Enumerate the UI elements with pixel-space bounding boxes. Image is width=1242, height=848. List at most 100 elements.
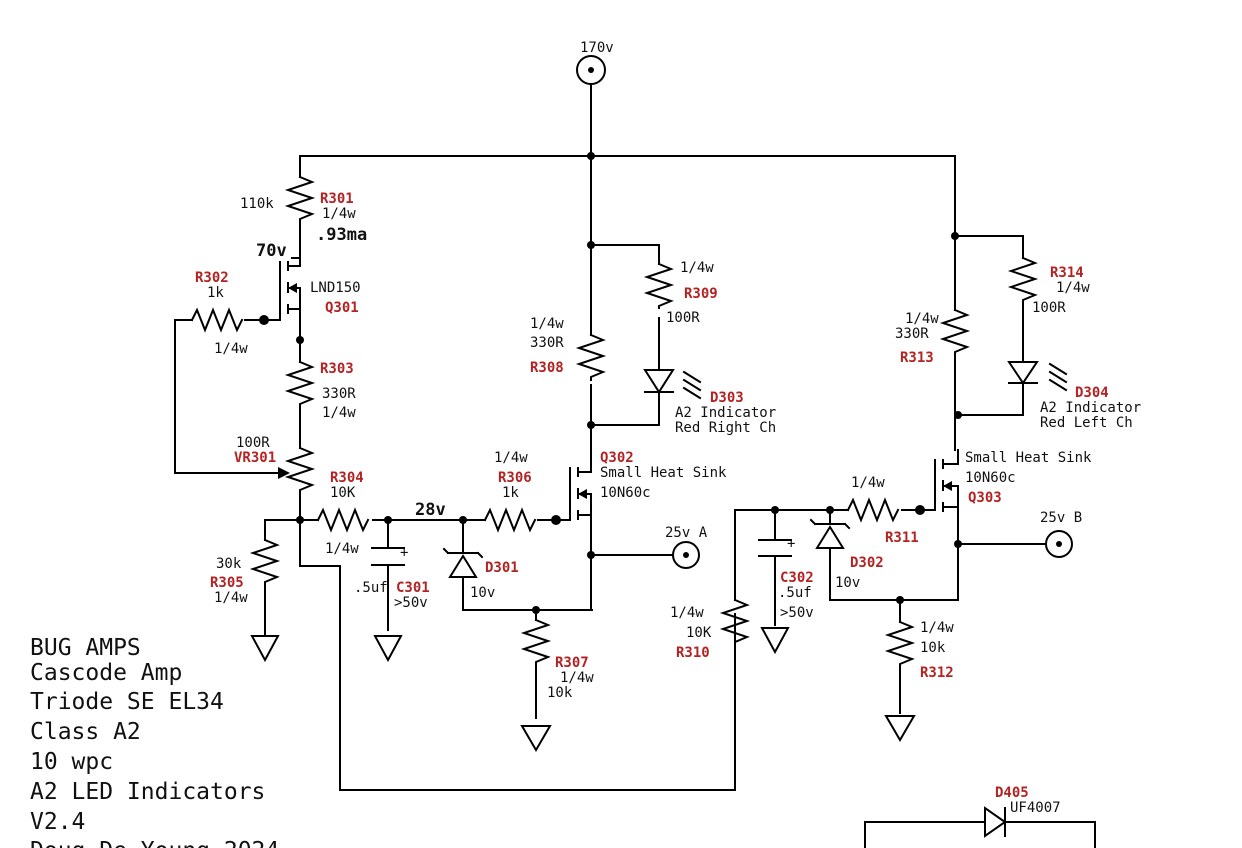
resistor-r309: 1/4w R309 100R — [643, 260, 718, 326]
svg-text:+: + — [787, 536, 795, 552]
svg-text:.5uf: .5uf — [778, 585, 812, 601]
svg-text:R307: R307 — [555, 655, 589, 671]
ground-2 — [373, 635, 403, 663]
resistor-r303: R303 330R 1/4w — [284, 360, 356, 421]
svg-text:A2 Indicator: A2 Indicator — [675, 405, 776, 421]
svg-text:1/4w: 1/4w — [905, 311, 939, 327]
svg-text:LND150: LND150 — [310, 280, 361, 296]
svg-text:1/4w: 1/4w — [214, 590, 248, 606]
title-line-2: Cascode Amp — [30, 660, 182, 686]
junction-dots — [259, 152, 962, 614]
svg-text:1/4w: 1/4w — [560, 670, 594, 686]
svg-text:>50v: >50v — [394, 595, 428, 611]
svg-text:>50v: >50v — [780, 605, 814, 621]
svg-text:100R: 100R — [1032, 300, 1066, 316]
svg-text:1/4w: 1/4w — [325, 541, 359, 557]
resistor-r313: 1/4w 330R R313 — [895, 308, 971, 366]
capacitor-c302: + C302 .5uf >50v — [758, 536, 814, 621]
svg-text:D301: D301 — [485, 560, 519, 576]
output-terminal-a: 25v A — [665, 525, 708, 569]
title-line-8: Doug De Young 2024 — [30, 838, 279, 848]
svg-text:R309: R309 — [684, 286, 718, 302]
svg-text:R314: R314 — [1050, 265, 1084, 281]
resistor-r306: 1/4w R306 1k — [483, 450, 537, 533]
svg-text:R304: R304 — [330, 470, 364, 486]
resistor-r308: 1/4w 330R R308 — [530, 316, 607, 381]
zener-d302: D302 10v — [809, 518, 884, 591]
svg-text:.5uf: .5uf — [354, 580, 388, 596]
svg-text:10K: 10K — [686, 625, 712, 641]
svg-text:R306: R306 — [498, 470, 532, 486]
resistor-r312: 1/4w 10k R312 — [884, 620, 954, 681]
svg-text:D405: D405 — [995, 785, 1029, 801]
mosfet-q302: Q302 Small Heat Sink 10N60c — [555, 450, 727, 525]
capacitor-c301: + .5uf C301 >50v — [354, 545, 430, 611]
svg-text:110k: 110k — [240, 196, 274, 212]
ground-5 — [884, 715, 916, 742]
led-d304: D304 A2 Indicator Red Left Ch — [1007, 361, 1141, 431]
title-line-3: Triode SE EL34 — [30, 689, 224, 715]
diode-d405: D405 UF4007 — [864, 785, 1096, 848]
resistor-r305: 30k R305 1/4w — [210, 538, 281, 606]
svg-text:R303: R303 — [320, 361, 354, 377]
ground-1 — [250, 635, 280, 663]
led-d303: D303 A2 Indicator Red Right Ch — [643, 369, 776, 436]
svg-text:330R: 330R — [322, 386, 356, 402]
svg-text:1k: 1k — [502, 485, 519, 501]
svg-text:D304: D304 — [1075, 385, 1109, 401]
svg-text:1k: 1k — [207, 285, 224, 301]
svg-text:330R: 330R — [895, 326, 929, 342]
svg-text:330R: 330R — [530, 335, 564, 351]
svg-text:R308: R308 — [530, 360, 564, 376]
zener-d301: D301 10v — [442, 547, 519, 601]
svg-text:C302: C302 — [780, 570, 814, 586]
svg-text:R305: R305 — [210, 575, 244, 591]
resistor-r307: R307 1/4w 10k — [520, 618, 594, 701]
supply-terminal-170v: 170v — [576, 40, 614, 85]
svg-text:10K: 10K — [330, 485, 356, 501]
svg-text:R312: R312 — [920, 665, 954, 681]
svg-text:10k: 10k — [920, 640, 946, 656]
svg-text:R310: R310 — [676, 645, 710, 661]
svg-text:1/4w: 1/4w — [680, 260, 714, 276]
title-line-4: Class A2 — [30, 719, 141, 745]
svg-text:R313: R313 — [900, 350, 934, 366]
title-line-6: A2 LED Indicators — [30, 779, 265, 805]
ground-4 — [760, 627, 790, 655]
svg-text:25v B: 25v B — [1040, 510, 1082, 526]
svg-text:1/4w: 1/4w — [670, 605, 704, 621]
title-block: BUG AMPS Cascode Amp Triode SE EL34 Clas… — [30, 635, 279, 848]
svg-text:100R: 100R — [236, 435, 270, 451]
current-label: .93ma — [316, 225, 367, 245]
svg-text:Red Right Ch: Red Right Ch — [675, 420, 776, 436]
svg-text:UF4007: UF4007 — [1010, 800, 1061, 816]
svg-text:D303: D303 — [710, 390, 744, 406]
pot-vr301: 100R VR301 — [234, 435, 316, 499]
svg-text:Q301: Q301 — [325, 300, 359, 316]
mosfet-q301: LND150 Q301 — [263, 257, 361, 326]
output-terminal-b: 25v B — [1040, 510, 1082, 558]
resistor-r311: 1/4w R311 — [846, 475, 919, 546]
title-line-5: 10 wpc — [30, 749, 113, 775]
svg-text:R301: R301 — [320, 191, 354, 207]
svg-text:10N60c: 10N60c — [965, 470, 1016, 486]
svg-text:Small Heat Sink: Small Heat Sink — [600, 465, 727, 481]
svg-text:1/4w: 1/4w — [530, 316, 564, 332]
resistor-r310: 1/4w 10K R310 — [670, 598, 751, 661]
svg-text:1/4w: 1/4w — [322, 405, 356, 421]
ground-3 — [520, 725, 552, 752]
svg-text:1/4w: 1/4w — [494, 450, 528, 466]
svg-text:1/4w: 1/4w — [214, 341, 248, 357]
svg-text:10v: 10v — [835, 575, 860, 591]
svg-text:+: + — [400, 545, 408, 561]
svg-text:R311: R311 — [885, 530, 919, 546]
svg-text:1/4w: 1/4w — [1056, 280, 1090, 296]
svg-text:VR301: VR301 — [234, 450, 276, 466]
net-70v-label: 70v — [256, 241, 287, 261]
title-line-1: BUG AMPS — [30, 635, 141, 661]
svg-text:A2 Indicator: A2 Indicator — [1040, 400, 1141, 416]
title-line-7: V2.4 — [30, 809, 85, 835]
svg-text:Q302: Q302 — [600, 450, 634, 466]
svg-text:Red Left Ch: Red Left Ch — [1040, 415, 1133, 431]
